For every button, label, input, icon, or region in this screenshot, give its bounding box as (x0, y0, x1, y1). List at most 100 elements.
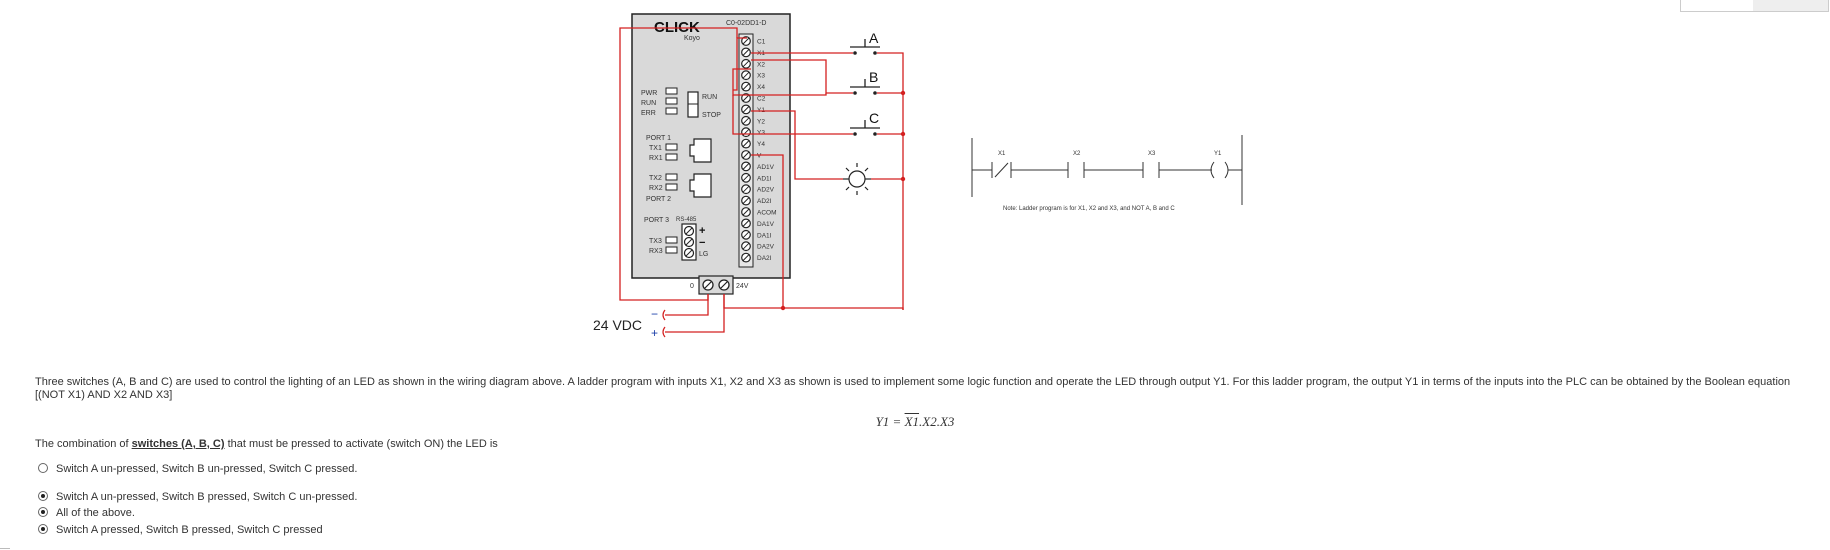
terminal-slot-x2 (742, 60, 750, 68)
rs485-label: RS-485 (676, 217, 697, 223)
led-label-run: RUN (641, 100, 656, 107)
zero-volt-label: 0 (690, 283, 694, 290)
terminal-label-y3: Y3 (757, 130, 765, 137)
terminal-label-x2: X2 (757, 61, 765, 68)
stop-label: STOP (702, 112, 721, 119)
plc-unit: CLICK Koyo C0-02DD1-D PWR RUN ERR RUN ST… (631, 13, 791, 295)
terminal-label-ad1v: AD1V (757, 164, 775, 171)
terminal-label-v: V (757, 153, 762, 160)
terminal-slot-x1 (742, 49, 750, 56)
option-2[interactable]: Switch A un-pressed, Switch B pressed, S… (38, 491, 357, 503)
coil-y1-label: Y1 (1214, 151, 1222, 157)
boolean-equation: Y1 = X1.X2.X3 (0, 414, 1830, 430)
led-pwr (665, 87, 678, 95)
run-label: RUN (702, 94, 717, 101)
tx1-label: TX1 (649, 145, 662, 152)
tx3-label: TX3 (649, 238, 662, 245)
port3-lg: LG (699, 251, 708, 258)
top-right-control-segment (1753, 0, 1828, 11)
port3-plus: + (699, 225, 705, 237)
port3-label: PORT 3 (644, 217, 669, 224)
prompt-before: The combination of (35, 438, 132, 450)
terminal-label-da2v: DA2V (757, 244, 775, 251)
option-3-label: All of the above. (56, 507, 135, 519)
equation-not-x1: X1 (904, 414, 920, 429)
option-1-radio[interactable] (38, 463, 48, 473)
terminal-label-da1v: DA1V (757, 221, 775, 228)
switch-b: B (850, 69, 880, 95)
led-run (665, 97, 678, 105)
option-1[interactable]: Switch A un-pressed, Switch B un-pressed… (38, 463, 357, 475)
contact-x2-label: X2 (1073, 151, 1081, 157)
led-label-err: ERR (641, 110, 656, 117)
bottom-divider (0, 548, 10, 549)
terminal-slot-ad2i (742, 197, 750, 204)
option-4-radio[interactable] (38, 524, 48, 534)
terminal-slot-x3 (742, 71, 750, 79)
terminal-slot-c1 (742, 37, 750, 45)
terminal-label-y4: Y4 (757, 141, 765, 148)
plc-maker: Koyo (684, 35, 700, 42)
equation-lhs: Y1 = (875, 414, 905, 429)
supply-minus: − (651, 307, 658, 321)
port1-label: PORT 1 (646, 135, 671, 142)
terminal-label-c2: C2 (757, 96, 766, 103)
prompt-after: that must be pressed to activate (switch… (224, 438, 498, 450)
terminal-slot-y2 (742, 117, 750, 125)
port2-label: PORT 2 (646, 196, 671, 203)
v24-label: 24V (736, 283, 749, 290)
led-lamp-icon (843, 163, 871, 195)
contact-x3-label: X3 (1148, 151, 1156, 157)
rx1-label: RX1 (649, 155, 663, 162)
option-4-label: Switch A pressed, Switch B pressed, Swit… (56, 524, 323, 536)
terminal-label-c1: C1 (757, 39, 766, 46)
dc-supply: 24 VDC − + (593, 307, 666, 340)
question-prompt: The combination of switches (A, B, C) th… (35, 438, 498, 450)
terminal-slot-da1v (742, 220, 750, 227)
terminal-label-ad2v: AD2V (757, 187, 775, 194)
terminal-label-ad2i: AD2I (757, 198, 772, 205)
rx2-label: RX2 (649, 185, 663, 192)
terminal-slot-y4 (742, 140, 750, 147)
switch-a: A (850, 30, 880, 55)
ladder-labels: X1 X2 X3 Y1 Note: Ladder program is for … (998, 151, 1222, 212)
port3-minus: − (699, 237, 705, 249)
ladder-note: Note: Ladder program is for X1, X2 and X… (1003, 206, 1175, 212)
led-err (665, 107, 678, 115)
supply-plus: + (651, 326, 658, 340)
supply-label: 24 VDC (593, 317, 642, 333)
terminal-slot-ad2v (742, 185, 750, 193)
ladder-diagram (971, 135, 1243, 205)
option-1-label: Switch A un-pressed, Switch B un-pressed… (56, 463, 358, 475)
switch-b-label: B (869, 69, 878, 85)
option-4[interactable]: Switch A pressed, Switch B pressed, Swit… (38, 524, 323, 536)
switch-c: C (850, 110, 880, 136)
terminal-slot-da1i (742, 231, 750, 239)
terminal-slot-v (742, 151, 750, 159)
terminal-slot-ad1i (742, 174, 750, 182)
port2-connector (689, 173, 712, 198)
terminal-slot-x4 (742, 83, 750, 90)
option-3[interactable]: All of the above. (38, 507, 135, 519)
option-2-radio[interactable] (38, 491, 48, 501)
led-label-pwr: PWR (641, 90, 657, 97)
option-3-radio[interactable] (38, 507, 48, 517)
terminal-label-x4: X4 (757, 84, 765, 91)
switch-a-label: A (869, 30, 879, 46)
wire-junctions (780, 90, 906, 311)
rx3-label: RX3 (649, 248, 663, 255)
terminal-label-ad1i: AD1I (757, 175, 772, 182)
terminal-label-x3: X3 (757, 73, 765, 80)
terminal-slot-da2i (742, 254, 750, 261)
terminal-slot-y1 (742, 106, 750, 113)
terminal-label-da2i: DA2I (757, 255, 772, 262)
port1-connector (689, 138, 712, 163)
terminal-slot-c2 (742, 94, 750, 102)
terminal-label-y2: Y2 (757, 118, 765, 125)
prompt-link: switches (A, B, C) (131, 438, 225, 450)
terminal-label-acom: ACOM (757, 210, 777, 217)
plc-model: C0-02DD1-D (726, 20, 766, 27)
contact-x1-label: X1 (998, 151, 1006, 157)
red-wiring (619, 27, 904, 333)
terminal-label-da1i: DA1I (757, 232, 772, 239)
